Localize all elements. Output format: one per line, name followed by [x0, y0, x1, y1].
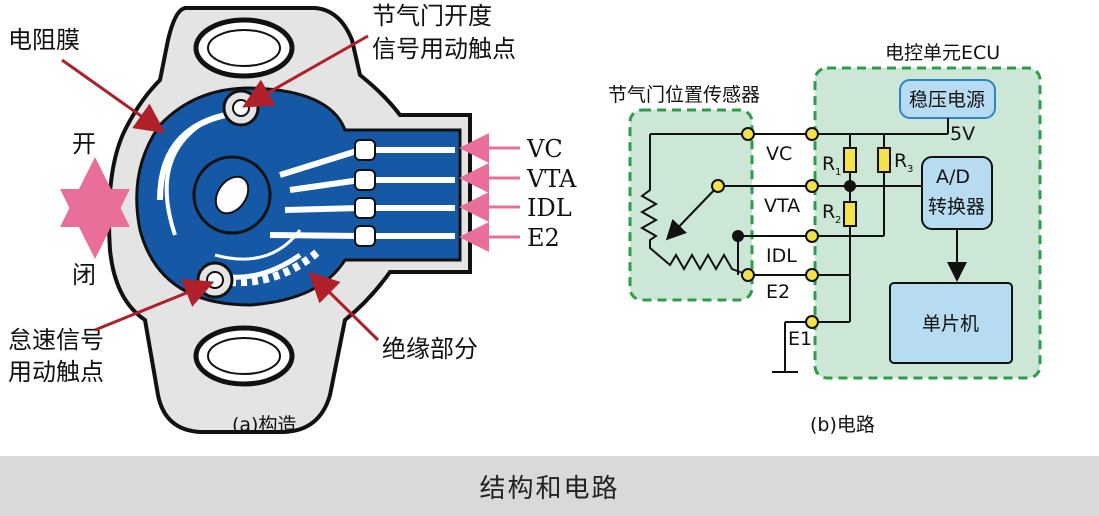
ckt-label-r1: R — [822, 153, 835, 175]
adc-label-line2: 转换器 — [928, 196, 985, 218]
ckt-label-r3: R — [894, 150, 907, 172]
mcu-box — [889, 282, 1013, 364]
sensor-box — [628, 108, 754, 302]
pin-label-vc: VC — [526, 135, 563, 163]
ckt-label-vc: VC — [766, 143, 792, 165]
circuit-diagram: 节气门位置传感器 电控单元ECU 稳压电源 A/D 转换器 单片机 — [608, 42, 1042, 380]
ckt-label-r2: R — [822, 201, 835, 223]
label-open: 开 — [72, 130, 96, 158]
resistor-r1 — [843, 147, 857, 173]
ckt-label-idl: IDL — [766, 245, 797, 267]
caption-structure: (a)构造 — [232, 414, 296, 436]
footer-title: 结构和电路 — [479, 473, 620, 504]
resistor-r2 — [843, 201, 857, 227]
label-throttle-contact-line1: 节气门开度 — [372, 2, 492, 30]
mcu-label: 单片机 — [922, 313, 979, 335]
label-idle-contact-line2: 用动触点 — [8, 358, 104, 386]
label-resistive-film: 电阻膜 — [8, 26, 80, 54]
caption-circuit: (b)电路 — [810, 414, 875, 436]
sensor-label: 节气门位置传感器 — [608, 84, 760, 106]
pin-label-idl: IDL — [527, 194, 572, 222]
ecu-label: 电控单元ECU — [885, 42, 1000, 64]
ckt-label-e2: E2 — [766, 281, 790, 303]
label-idle-contact-line1: 怠速信号 — [8, 326, 104, 354]
footer-bar: 结构和电路 — [0, 456, 1099, 516]
ckt-label-e1: E1 — [788, 328, 812, 350]
pin-label-e2: E2 — [527, 224, 560, 252]
ckt-label-vta: VTA — [764, 195, 800, 217]
label-insulation: 绝缘部分 — [382, 335, 478, 363]
ckt-label-5v: 5V — [950, 123, 975, 145]
pin-label-vta: VTA — [526, 165, 577, 193]
regulator-label: 稳压电源 — [909, 89, 985, 111]
label-close: 闭 — [72, 261, 96, 289]
sensor-structure-drawing — [107, 6, 472, 434]
resistor-r3 — [877, 147, 891, 173]
ckt-label-r1-sub: 1 — [835, 167, 841, 178]
adc-label-line1: A/D — [936, 166, 970, 188]
label-throttle-contact-line2: 信号用动触点 — [372, 35, 516, 63]
ckt-label-r3-sub: 3 — [907, 164, 913, 175]
ckt-label-r2-sub: 2 — [835, 215, 841, 226]
